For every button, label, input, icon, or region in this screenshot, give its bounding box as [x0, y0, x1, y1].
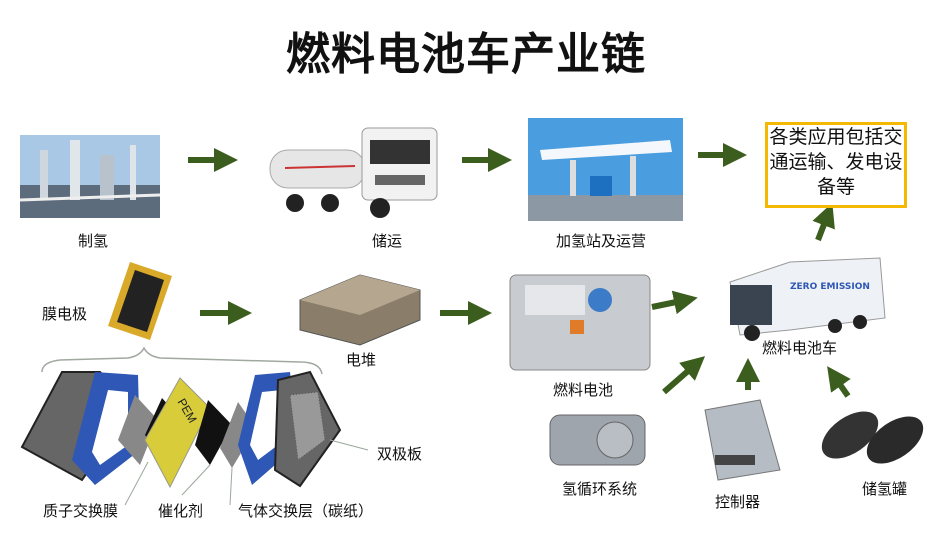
hydrogen-recirculation-image: [549, 414, 646, 466]
mea-image: [108, 262, 172, 340]
label-stack: 电堆: [346, 351, 377, 369]
label-bipolar-plate: 双极板: [377, 445, 423, 463]
tanker-truck-image: [269, 127, 438, 218]
hydrogen-tank-image: [821, 411, 924, 464]
controller-image: [704, 399, 781, 481]
label-catalyst: 催化剂: [158, 502, 204, 520]
label-recirculation: 氢循环系统: [562, 480, 638, 498]
label-gdl: 气体交换层（碳纸）: [238, 502, 374, 520]
label-mea: 膜电极: [42, 305, 88, 323]
label-refueling-station: 加氢站及运营: [556, 232, 647, 250]
label-controller: 控制器: [715, 493, 761, 511]
arrow-recirculation-to-vehicle: [662, 356, 706, 395]
arrow-vehicle-to-applications: [812, 202, 835, 242]
hydrogen-plant-image: [19, 135, 161, 218]
page-title: 燃料电池车产业链: [286, 29, 646, 80]
stack-image: [299, 274, 421, 346]
label-storage-transport: 储运: [372, 232, 403, 250]
label-vehicle: 燃料电池车: [762, 339, 838, 357]
fuel-cell-image: [509, 274, 651, 371]
mea-exploded-image: PEM: [20, 370, 342, 489]
fuel-cell-truck-image: [729, 257, 886, 341]
vehicle-zero-emission-mark: ZERO EMISSION: [790, 282, 870, 292]
label-hydrogen-production: 制氢: [78, 232, 109, 250]
refueling-station-image: [528, 118, 683, 221]
label-pem-membrane: 质子交换膜: [43, 502, 119, 520]
arrow-fuelcell-to-vehicle: [651, 290, 698, 315]
mea-brace: [41, 346, 323, 375]
arrow-tank-to-vehicle: [827, 366, 851, 398]
applications-box: 各类应用包括交通运输、发电设备等: [765, 122, 907, 208]
label-tank: 储氢罐: [862, 480, 908, 498]
label-fuel-cell: 燃料电池: [553, 381, 614, 399]
